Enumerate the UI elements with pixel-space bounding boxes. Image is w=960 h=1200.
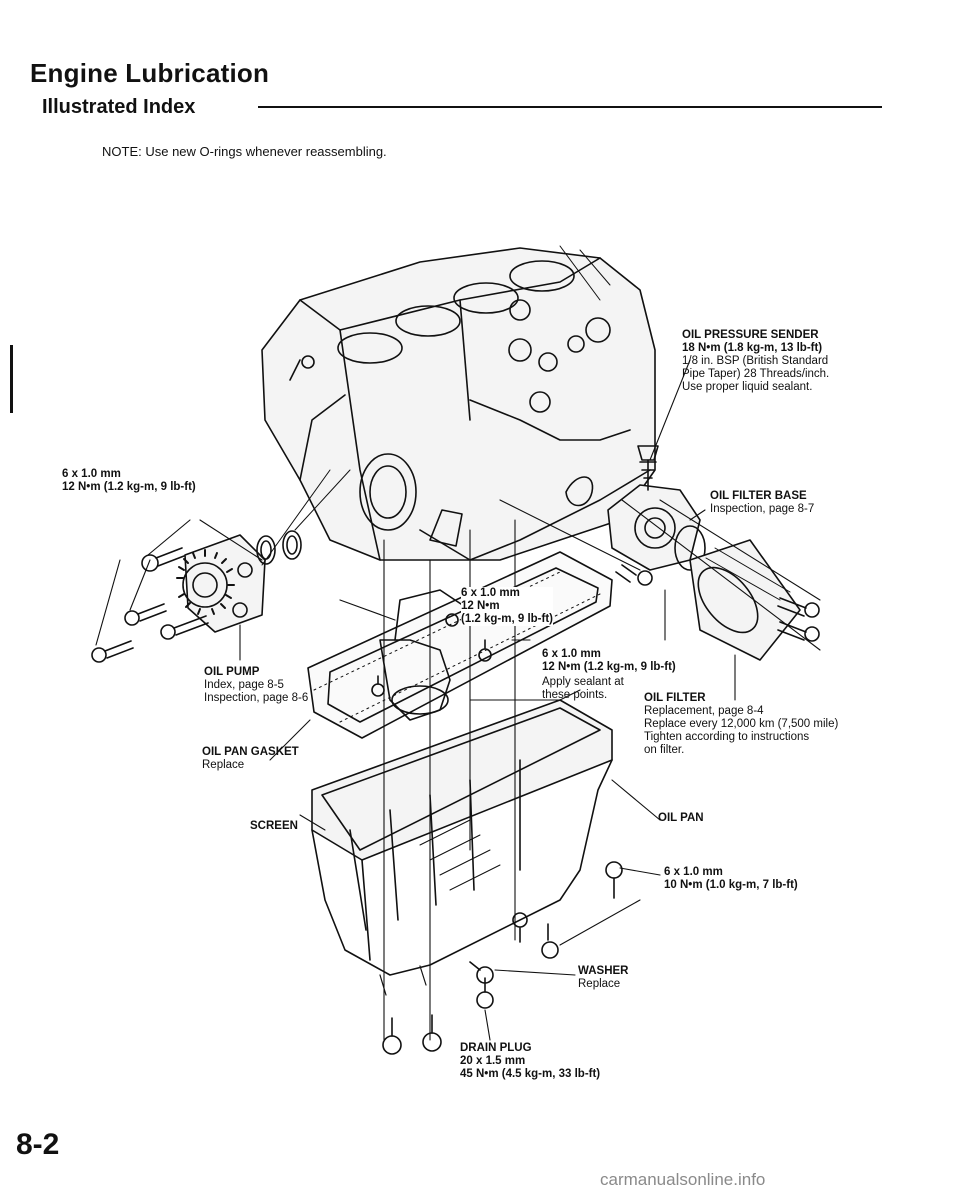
sealant-line-2: these points. [542, 689, 608, 701]
oil-filter-line-3: Tighten according to instructions [644, 731, 810, 743]
screen-drawing [371, 589, 492, 721]
callout-oil-filter-base: OIL FILTER BASE Inspection, page 8-7 [710, 490, 814, 516]
engine-block-drawing [261, 245, 656, 561]
watermark: carmanualsonline.info [600, 1170, 766, 1189]
pump-bolt-size: 6 x 1.0 mm [62, 468, 121, 480]
oil-filter-line-2: Replace every 12,000 km (7,500 mile) [644, 718, 839, 730]
pump-bolts-drawing [91, 547, 209, 663]
oil-pan-gasket-title: OIL PAN GASKET [202, 746, 299, 758]
cover-bolt-size: 6 x 1.0 mm [542, 648, 601, 660]
callout-cover-bolt: 6 x 1.0 mm 12 N•m (1.2 kg-m, 9 lb-ft) [542, 648, 676, 674]
oil-pressure-sender-line-3: Pipe Taper) 28 Threads/inch. [682, 368, 830, 380]
callout-pump-bolt: 6 x 1.0 mm 12 N•m (1.2 kg-m, 9 lb-ft) [62, 468, 196, 494]
callout-oil-pump: OIL PUMP Index, page 8-5 Inspection, pag… [204, 666, 308, 705]
screen-title: SCREEN [250, 820, 298, 832]
page-title: Engine Lubrication [30, 58, 270, 88]
reassembly-note: NOTE: Use new O-rings whenever reassembl… [102, 144, 387, 159]
oil-pressure-sender-line-4: Use proper liquid sealant. [682, 381, 813, 393]
pump-bolt-torque: 12 N•m (1.2 kg-m, 9 lb-ft) [62, 481, 196, 493]
oil-pressure-sender-title: OIL PRESSURE SENDER [682, 329, 819, 341]
oil-pan-title: OIL PAN [658, 812, 704, 824]
oil-filter-line-1: Replacement, page 8-4 [644, 705, 764, 717]
callout-screen-bolt: 6 x 1.0 mm 12 N•m (1.2 kg-m, 9 lb-ft) [461, 587, 554, 626]
oil-pump-title: OIL PUMP [204, 666, 260, 678]
oil-filter-title: OIL FILTER [644, 692, 706, 704]
drain-plug-title: DRAIN PLUG [460, 1042, 532, 1054]
margin-marker [10, 345, 13, 413]
oil-pump-index: Index, page 8-5 [204, 679, 284, 691]
washer-title: WASHER [578, 965, 629, 977]
subtitle-rule [258, 106, 882, 108]
oil-filter-base-ref: Inspection, page 8-7 [710, 503, 815, 515]
pan-bolt-size: 6 x 1.0 mm [664, 866, 723, 878]
oil-pan-gasket-note: Replace [202, 759, 245, 771]
screen-bolt-size: 6 x 1.0 mm [461, 587, 520, 599]
washer-note: Replace [578, 978, 621, 990]
callout-washer: WASHER Replace [578, 965, 628, 991]
oil-filter-base-title: OIL FILTER BASE [710, 490, 807, 502]
drain-plug-torque: 45 N•m (4.5 kg-m, 33 lb-ft) [460, 1068, 601, 1080]
callout-oil-pan: OIL PAN [658, 812, 704, 825]
oil-pump-inspection: Inspection, page 8-6 [204, 692, 309, 704]
screen-bolt-torque-alt: (1.2 kg-m, 9 lb-ft) [461, 613, 554, 625]
callout-oil-filter: OIL FILTER Replacement, page 8-4 Replace… [644, 692, 838, 757]
oil-pan-drawing [311, 699, 613, 996]
oil-pressure-sender-line-1: 18 N•m (1.8 kg-m, 13 lb-ft) [682, 342, 823, 354]
callout-screen: SCREEN [250, 820, 298, 833]
oil-pump-drawing [176, 469, 351, 633]
cover-bolt-torque: 12 N•m (1.2 kg-m, 9 lb-ft) [542, 661, 676, 673]
callout-oil-pan-gasket: OIL PAN GASKET Replace [202, 746, 299, 772]
pan-fasteners-drawing [382, 861, 623, 1055]
screen-bolt-torque-nm: 12 N•m [461, 600, 500, 612]
drain-plug-size: 20 x 1.5 mm [460, 1055, 526, 1067]
sealant-line-1: Apply sealant at [542, 676, 624, 688]
pan-bolt-torque: 10 N•m (1.0 kg-m, 7 lb-ft) [664, 879, 798, 891]
oil-pressure-sender-line-2: 1/8 in. BSP (British Standard [682, 355, 829, 367]
callout-pan-bolt: 6 x 1.0 mm 10 N•m (1.0 kg-m, 7 lb-ft) [664, 866, 798, 892]
callout-sealant: Apply sealant at these points. [542, 676, 624, 702]
section-subtitle: Illustrated Index [42, 96, 196, 118]
callout-oil-pressure-sender: OIL PRESSURE SENDER 18 N•m (1.8 kg-m, 13… [682, 329, 829, 394]
page-number: 8-2 [16, 1128, 60, 1161]
oil-filter-line-4: on filter. [644, 744, 685, 756]
callout-drain-plug: DRAIN PLUG 20 x 1.5 mm 45 N•m (4.5 kg-m,… [460, 1042, 600, 1081]
